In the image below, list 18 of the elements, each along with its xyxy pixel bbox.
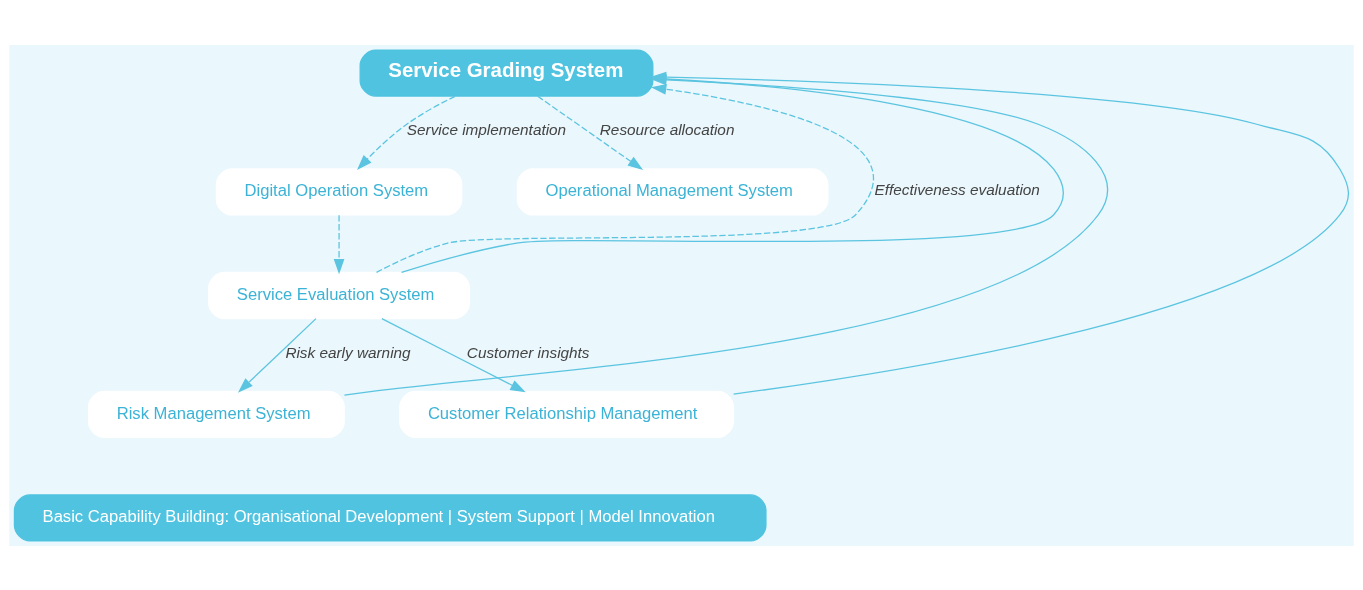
node-box: Service Grading System — [359, 48, 654, 97]
edge-label: Effectiveness evaluation — [874, 180, 1040, 198]
arrow — [237, 317, 317, 393]
edge-label: Resource allocation — [599, 120, 735, 138]
arrow — [381, 317, 526, 392]
edge-label: Risk early warning — [285, 343, 411, 361]
arrow — [357, 95, 456, 170]
node-box: Service Evaluation System — [208, 271, 471, 319]
node-box: Operational Management System — [516, 167, 829, 216]
node-box: Risk Management System — [87, 390, 345, 438]
arrow — [375, 83, 874, 273]
arrow — [333, 214, 345, 274]
edge-label: Customer insights — [466, 343, 590, 361]
node-box: Customer Relationship Management — [399, 390, 734, 438]
arrow — [537, 95, 644, 170]
node-box: Basic Capability Building: Organisational Development | System Support | Model Innovation — [13, 493, 767, 542]
node-box: Digital Operation System — [215, 167, 463, 216]
edge-label: Service implementation — [406, 120, 567, 138]
